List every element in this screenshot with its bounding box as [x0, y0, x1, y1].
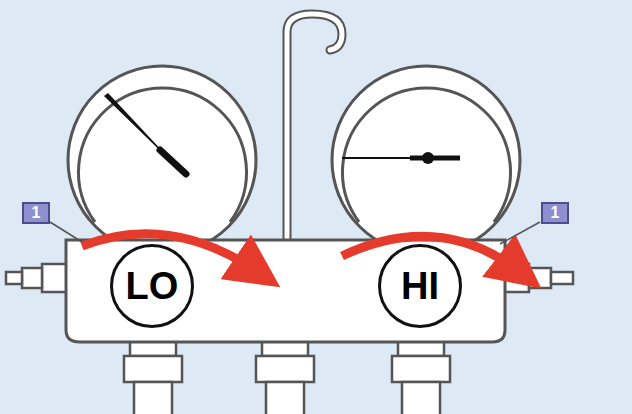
- hose-fittings: [124, 338, 450, 414]
- valve-label: HI: [401, 265, 439, 308]
- callout-number: 1: [541, 202, 569, 224]
- leader-line: [50, 222, 82, 242]
- callout-number: 1: [22, 202, 50, 224]
- valve-label: LO: [126, 265, 179, 308]
- low-gauge: [68, 66, 256, 254]
- hanger-hook: [287, 14, 342, 240]
- high-gauge: [332, 66, 520, 254]
- valve-knob-circle: HI: [378, 244, 462, 328]
- leader-line: [500, 222, 540, 244]
- valve-knob-circle: LO: [110, 244, 194, 328]
- manifold-body: [66, 240, 505, 342]
